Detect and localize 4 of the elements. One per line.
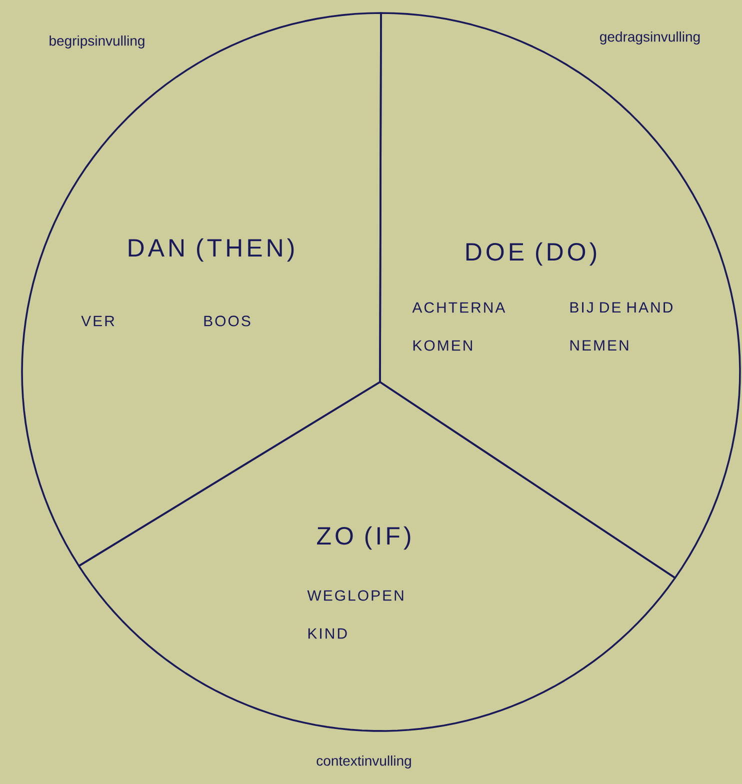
label: contextinvulling — [316, 755, 411, 769]
pie-sector: ZO (IF) WEGLOPEN KIND — [78, 381, 676, 732]
label: gedragsinvulling — [600, 31, 700, 44]
label: begripsinvulling — [50, 35, 144, 48]
